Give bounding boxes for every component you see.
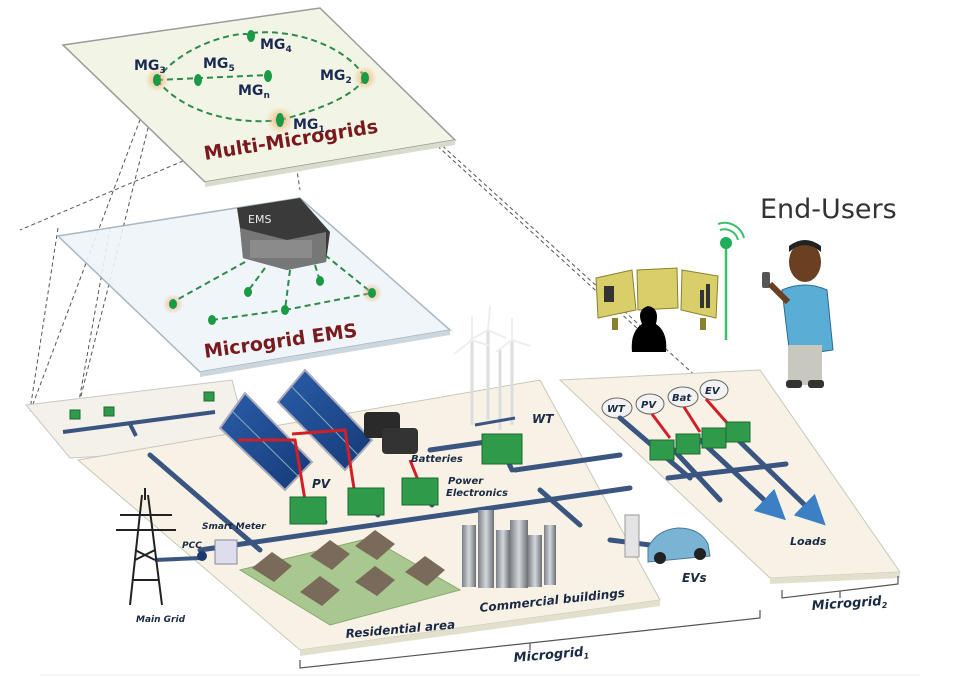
multi-microgrids-layer: MG3 MG5 MG4 MGn MG2 MG1 Multi-Microgrids (61, 7, 457, 187)
power-electronics-label-2: Electronics (446, 488, 508, 499)
microgrid2-platform: WT PV Bat EV Loads Microgrid2 (558, 369, 901, 615)
ems-nodes (163, 276, 382, 325)
smart-meter-label: Smart Meter (202, 522, 266, 532)
mg5-label: MG5 (203, 56, 235, 74)
mg-node-1 (266, 106, 294, 134)
microgrid1-label: Microgrid1 (513, 644, 590, 667)
mg4-label: MG4 (260, 37, 292, 55)
mg2-source-ev: EV (699, 379, 729, 401)
ev-charger-icon (624, 514, 640, 558)
svg-text:EV: EV (705, 386, 721, 397)
wind-turbines-icon (453, 305, 531, 430)
mg2-source-bat: Bat (667, 386, 699, 408)
end-users-title: End-Users (760, 194, 897, 225)
svg-text:Bat: Bat (672, 393, 692, 404)
microgrid2-label: Microgrid2 (811, 594, 888, 615)
loads-label: Loads (790, 535, 827, 548)
ems-label: EMS (248, 213, 271, 226)
batteries-label: Batteries (411, 454, 463, 465)
control-room-monitors-icon (595, 267, 719, 352)
power-electronics-label-1: Power (448, 476, 484, 487)
pcc-label: PCC (182, 541, 202, 551)
evs-label: EVs (682, 571, 707, 585)
main-grid-label: Main Grid (136, 615, 186, 625)
mg-node-3 (145, 68, 169, 92)
batteries-icon (364, 412, 418, 454)
transmission-tower-icon (116, 488, 176, 606)
mg1-label: MG1 (293, 117, 325, 135)
svg-text:WT: WT (607, 404, 626, 415)
mgn-label: MGn (238, 83, 270, 101)
ems-building: EMS (237, 198, 330, 270)
mg2-label: MG2 (320, 68, 352, 86)
mg2-source-wt: WT (601, 397, 633, 419)
mg-node-4 (247, 30, 255, 42)
end-user-person-icon (762, 240, 834, 388)
electric-vehicle-icon (647, 527, 711, 564)
commercial-buildings-icon (462, 510, 556, 588)
mg2-source-pv: PV (635, 393, 665, 415)
mg-node-2 (353, 66, 377, 90)
microgrid-ems-layer: EMS Microgrid EMS (56, 197, 452, 377)
microgrid1-platform: WT Batteries Power Electronics PV Smart … (76, 305, 761, 669)
power-electronics-converters (289, 433, 523, 525)
smart-meter-icon (197, 539, 238, 565)
residential-area-icon (238, 530, 462, 626)
wt-label: WT (532, 412, 554, 426)
left-microgrid-strip (25, 379, 251, 459)
mg-node-5 (194, 74, 202, 86)
wireless-antenna-icon (717, 221, 745, 340)
end-users-group: End-Users (595, 194, 897, 388)
svg-text:PV: PV (641, 400, 657, 411)
mg3-label: MG3 (134, 58, 166, 76)
mg-node-n (264, 70, 272, 82)
pv-label: PV (312, 477, 332, 491)
